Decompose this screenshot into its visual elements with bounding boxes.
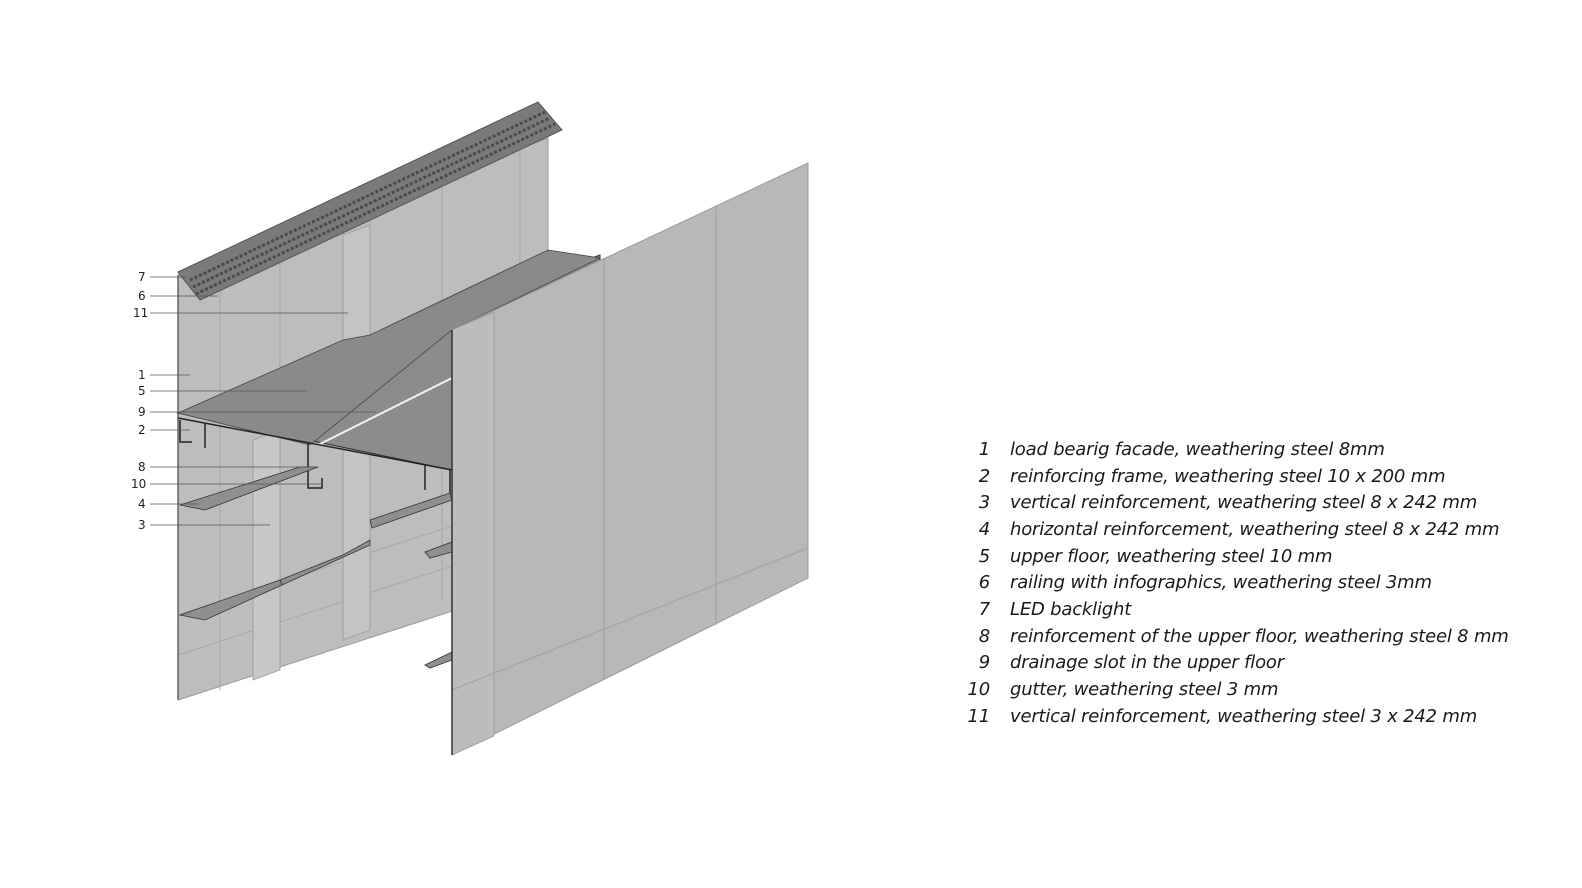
legend-item: 3 vertical reinforcement, weathering stee… [960, 489, 1560, 516]
legend-number: 10 [967, 679, 990, 701]
legend-number: 7 [978, 598, 990, 620]
legend-number: 11 [967, 705, 990, 727]
legend-text: drainage slot in the upper floor [1010, 652, 1284, 674]
callout-7: 7 [138, 270, 146, 284]
legend-text: reinforcing frame, weathering steel 10 x… [1010, 465, 1446, 487]
legend-item: 11 vertical reinforcement, weathering ste… [960, 703, 1560, 730]
callout-5: 5 [138, 384, 146, 398]
legend: 1 load bearig facade, weathering steel 8m… [960, 436, 1560, 730]
legend-number: 5 [978, 545, 990, 567]
legend-text: reinforcement of the upper floor, weathe… [1010, 625, 1509, 647]
legend-item: 10 gutter, weathering steel 3 mm [960, 676, 1560, 703]
callout-1: 1 [138, 368, 146, 382]
railing-infographics [177, 101, 563, 301]
callout-10: 10 [131, 477, 146, 491]
legend-number: 4 [978, 518, 990, 540]
callout-2: 2 [138, 423, 146, 437]
upper-floor-top [176, 249, 602, 446]
legend-number: 9 [978, 652, 990, 674]
legend-item: 2 reinforcing frame, weathering steel 10 … [960, 463, 1560, 490]
callout-3: 3 [138, 518, 146, 532]
legend-item: 5 upper floor, weathering steel 10 mm [960, 543, 1560, 570]
legend-text: vertical reinforcement, weathering steel… [1010, 705, 1478, 727]
callout-4: 4 [138, 497, 146, 511]
legend-item: 1 load bearig facade, weathering steel 8m… [960, 436, 1560, 463]
callout-11: 11 [133, 306, 148, 320]
legend-text: LED backlight [1010, 598, 1132, 620]
legend-text: gutter, weathering steel 3 mm [1010, 679, 1279, 701]
vertical-fin-1 [252, 429, 281, 681]
legend-number: 6 [978, 572, 990, 594]
railing-pattern [189, 110, 556, 296]
reinforcing-frame-edge [177, 417, 453, 471]
legend-item: 7 LED backlight [960, 596, 1560, 623]
legend-item: 6 railing with infographics, weathering s… [960, 569, 1560, 596]
legend-text: horizontal reinforcement, weathering ste… [1010, 518, 1500, 540]
horizontal-shelves [178, 466, 453, 669]
callout-9: 9 [138, 405, 146, 419]
callout-leaders [150, 276, 376, 526]
legend-item: 8 reinforcement of the upper floor, weath… [960, 623, 1560, 650]
callout-6: 6 [138, 289, 146, 303]
legend-text: vertical reinforcement, weathering steel… [1010, 492, 1478, 514]
legend-item: 4 horizontal reinforcement, weathering st… [960, 516, 1560, 543]
callout-8: 8 [138, 460, 146, 474]
legend-number: 1 [978, 438, 990, 460]
legend-text: load bearig facade, weathering steel 8mm [1010, 438, 1385, 460]
legend-text: railing with infographics, weathering st… [1010, 572, 1432, 594]
legend-number: 8 [978, 625, 990, 647]
legend-item: 9 drainage slot in the upper floor [960, 650, 1560, 677]
front-wall-seams [451, 206, 809, 691]
front-wall-returned-edge [451, 311, 495, 756]
legend-number: 3 [978, 492, 990, 514]
legend-number: 2 [978, 465, 990, 487]
legend-text: upper floor, weathering steel 10 mm [1010, 545, 1333, 567]
drainage-slot [317, 377, 453, 446]
